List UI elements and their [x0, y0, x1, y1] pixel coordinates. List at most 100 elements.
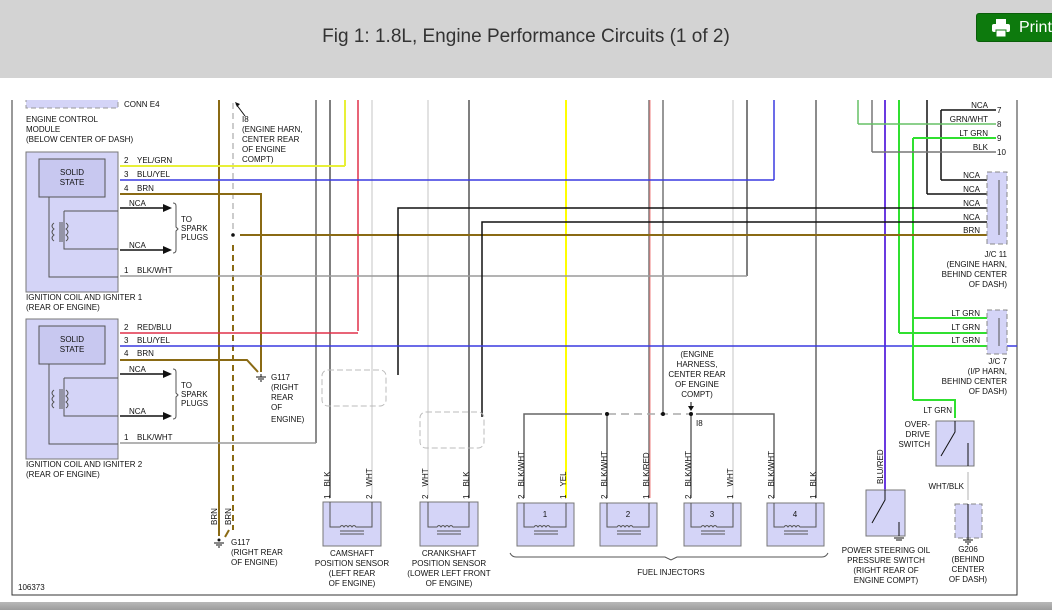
jc11-label-1: J/C 11	[984, 250, 1007, 259]
coil1-wire-label-nca1: NCA	[129, 199, 147, 208]
jc11-wire-4: NCA	[963, 213, 981, 222]
pin-wire-10: BLK	[973, 143, 989, 152]
injector-3[interactable]: 3 2BLK/WHT 1WHT	[683, 451, 742, 547]
crankshaft-label-1: CRANKSHAFT	[422, 549, 476, 558]
figure-title: Fig 1: 1.8L, Engine Performance Circuits…	[322, 26, 730, 47]
splice-i8-top-label-4: COMPT)	[242, 155, 274, 164]
injectors-label: FUEL INJECTORS	[637, 568, 705, 577]
coil1-pin-4: 4	[124, 184, 129, 193]
ecm-connector-label: CONN E4	[124, 100, 160, 109]
coil2-arrow-1	[163, 370, 172, 378]
g117-bottom-wire-1: BRN	[210, 508, 219, 525]
injector-1-pin1: 1YEL	[559, 471, 568, 499]
coil2-spark-brace	[172, 368, 179, 420]
jc7-box[interactable]	[986, 309, 1008, 355]
injector-bus-right	[696, 413, 775, 498]
camshaft-label-4: OF ENGINE)	[329, 579, 376, 588]
wiring-diagram: CONN E4 ENGINE CONTROL MODULE (BELOW CEN…	[0, 89, 1052, 600]
print-label: Print	[1019, 18, 1052, 36]
coil2-spark-2: SPARK	[181, 390, 208, 399]
shield-connector-crank	[419, 411, 485, 449]
g117-mid-label-2: (RIGHT	[271, 383, 299, 392]
coil1-label-2: (REAR OF ENGINE)	[26, 303, 100, 312]
g206-label-3: CENTER	[952, 565, 985, 574]
coil1-spark-3: PLUGS	[181, 233, 208, 242]
coil2-wire-label-nca2: NCA	[129, 407, 147, 416]
camshaft-label-2: POSITION SENSOR	[315, 559, 389, 568]
pin-num-10: 10	[997, 148, 1006, 157]
coil2-arrow-2	[163, 412, 172, 420]
coil2-inner-1: SOLID	[60, 335, 84, 344]
coil1-wire-label-4: BRN	[137, 184, 154, 193]
coil1-wire-label-2: YEL/GRN	[137, 156, 172, 165]
jc11-box[interactable]	[986, 171, 1008, 245]
ps-switch-label-1: POWER STEERING OIL	[842, 546, 931, 555]
coil1-arrow-2	[163, 246, 172, 254]
g206-label-4: OF DASH)	[949, 575, 988, 584]
jc11-wire-1: NCA	[963, 171, 981, 180]
g117-bottom-wire-2: BRN	[224, 508, 233, 525]
ground-icon-g206	[963, 539, 973, 545]
ps-switch-label-3: (RIGHT REAR OF	[853, 566, 918, 575]
coil1-arrow-1	[163, 204, 172, 212]
ecm-box	[25, 89, 119, 109]
coil2-inner-2: STATE	[60, 345, 85, 354]
splice-dot-3	[689, 412, 693, 416]
ecm-label-1: ENGINE CONTROL	[26, 115, 99, 124]
coil2-wire-label-4: BRN	[137, 349, 154, 358]
injector-2-num: 2	[626, 510, 631, 519]
figure-id: 106373	[18, 583, 45, 592]
injector-4[interactable]: 4 2BLK/WHT 1BLK	[766, 451, 825, 547]
g206-label-2: (BEHIND	[952, 555, 985, 564]
g117-mid-label-3: REAR	[271, 393, 293, 402]
overdrive-label-3: SWITCH	[898, 440, 930, 449]
coil2-wire-label-3: BLU/YEL	[137, 336, 170, 345]
splice-dot-1	[605, 412, 609, 416]
overdrive-label-1: OVER-	[905, 420, 931, 429]
jc11-label-4: OF DASH)	[969, 280, 1008, 289]
coil1-solid-state	[38, 158, 106, 198]
shield-connector-cam	[321, 369, 387, 407]
camshaft-sensor-box[interactable]	[322, 501, 382, 547]
camshaft-pin-2: 2WHT	[365, 468, 374, 499]
jc7-wire-label-3: LT GRN	[951, 336, 980, 345]
injector-1-pin2: 2BLK/WHT	[517, 451, 526, 499]
coil1-spark-2: SPARK	[181, 224, 208, 233]
jc7-label-2: (I/P HARN,	[968, 367, 1007, 376]
coil2-wire-label-1: BLK/WHT	[137, 433, 173, 442]
injector-1-num: 1	[543, 510, 548, 519]
bottom-scroll-area	[0, 602, 1052, 610]
jc7-label-1: J/C 7	[988, 357, 1007, 366]
ecm-label-2: MODULE	[26, 125, 60, 134]
crankshaft-sensor-box[interactable]	[419, 501, 479, 547]
injector-bus-left	[523, 413, 602, 498]
injector-1[interactable]: 1 2BLK/WHT 1YEL	[516, 451, 575, 547]
injector-2-pin2: 2BLK/WHT	[600, 451, 609, 499]
crankshaft-pin-2: 2WHT	[421, 468, 430, 499]
camshaft-label-3: (LEFT REAR	[329, 569, 376, 578]
pin-num-7: 7	[997, 106, 1002, 115]
overdrive-label-2: DRIVE	[906, 430, 930, 439]
coil2-label-2: (REAR OF ENGINE)	[26, 470, 100, 479]
injector-2[interactable]: 2 2BLK/WHT 1BLK/RED	[599, 451, 658, 547]
coil2-solid-state	[38, 325, 106, 365]
coil1-spark-brace	[172, 202, 179, 254]
coil1-wire-brn	[120, 193, 262, 372]
pin-num-9: 9	[997, 134, 1002, 143]
wire-blk-nca-a	[397, 207, 996, 375]
coil1-label-1: IGNITION COIL AND IGNITER 1	[26, 293, 143, 302]
coil2-spark-3: PLUGS	[181, 399, 208, 408]
coil1-spark-1: TO	[181, 215, 192, 224]
jc7-wire-label-1: LT GRN	[951, 309, 980, 318]
splice-i8-injectors-label-1: (ENGINE	[680, 350, 713, 359]
coil2-wire-brn	[120, 359, 259, 373]
g206-label-1: G206	[958, 545, 978, 554]
injectors-brace	[509, 552, 829, 561]
overdrive-wire-in-label: LT GRN	[923, 406, 952, 415]
print-button[interactable]: Print	[976, 13, 1052, 42]
coil1-pin-2: 2	[124, 156, 129, 165]
coil1-wire-label-1: BLK/WHT	[137, 266, 173, 275]
ps-switch-wire-label: BLU/RED	[876, 449, 885, 484]
header-bar: Fig 1: 1.8L, Engine Performance Circuits…	[0, 0, 1052, 78]
coil2-pin-4: 4	[124, 349, 129, 358]
